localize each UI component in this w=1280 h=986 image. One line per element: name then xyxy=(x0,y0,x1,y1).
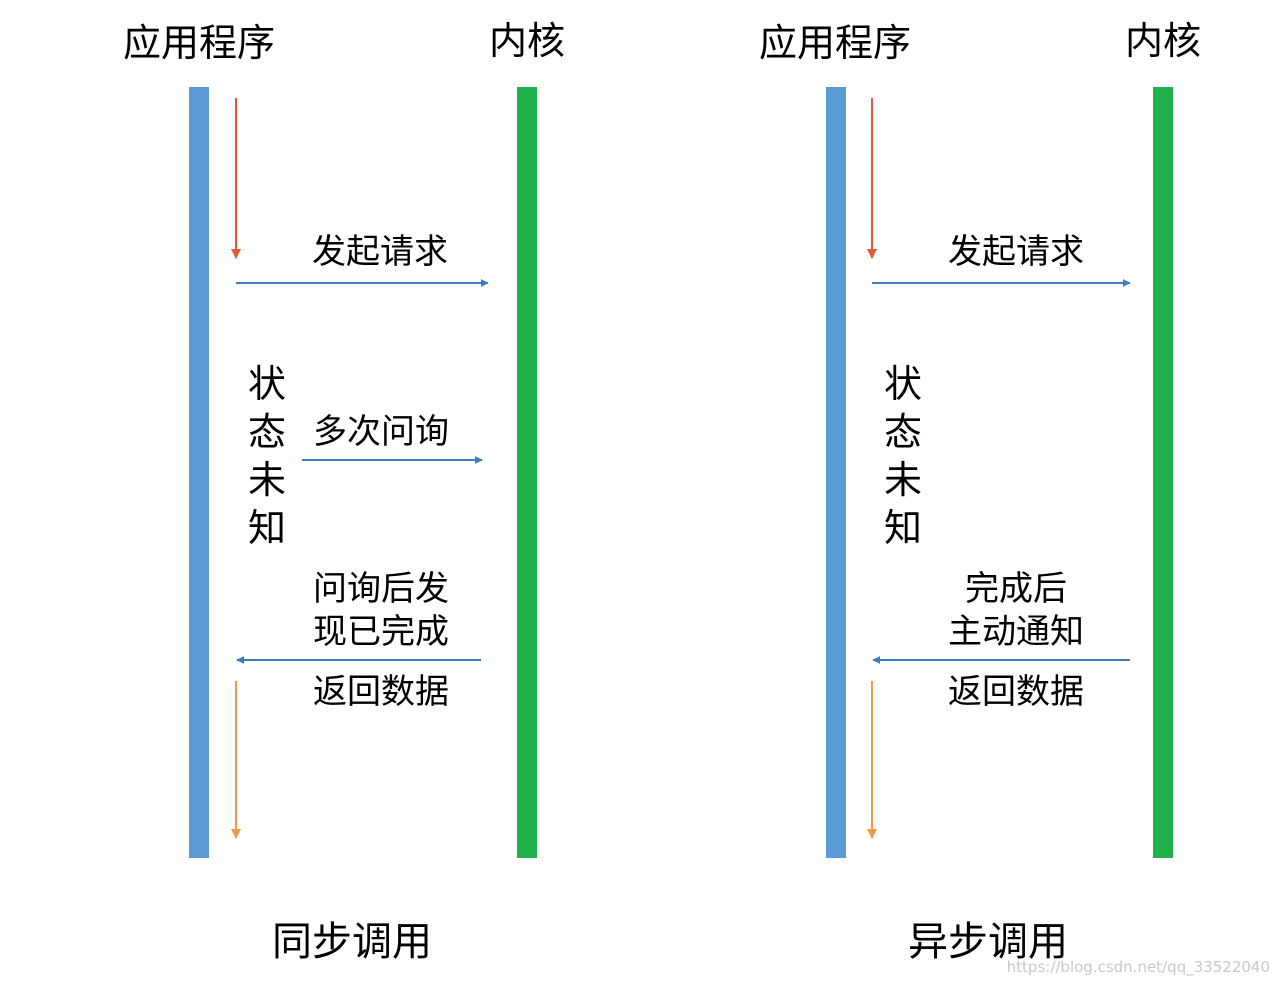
async-return-data-label: 返回数据 xyxy=(948,672,1084,712)
watermark: https://blog.csdn.net/qq_33522040 xyxy=(1007,958,1270,977)
sync-found-done-line-1: 问询后发 xyxy=(313,569,449,609)
async-panel: 应用程序 内核 发起请求 状 态 未 知 完成后 主动通知 返回数据 异步调用 xyxy=(759,19,1201,965)
async-state-char-3: 未 xyxy=(884,458,922,502)
sync-return-data-label: 返回数据 xyxy=(313,672,449,712)
sync-panel: 应用程序 内核 发起请求 状 态 未 知 多次问询 问询后发 现已完成 返回数据… xyxy=(123,19,565,965)
sync-request-label: 发起请求 xyxy=(312,232,448,272)
sync-found-done-line-2: 现已完成 xyxy=(313,612,449,652)
sync-state-char-4: 知 xyxy=(248,506,286,550)
async-app-lane xyxy=(826,87,846,858)
async-state-char-1: 状 xyxy=(884,362,922,406)
async-notify-line-1: 完成后 xyxy=(965,569,1067,609)
sync-caption: 同步调用 xyxy=(272,919,432,965)
sync-state-char-1: 状 xyxy=(248,362,286,406)
async-kernel-label: 内核 xyxy=(1125,19,1201,63)
async-notify-line-2: 主动通知 xyxy=(948,612,1084,652)
sync-poll-label: 多次问询 xyxy=(313,412,449,452)
sync-app-lane xyxy=(189,87,209,858)
sync-state-char-3: 未 xyxy=(248,458,286,502)
async-kernel-lane xyxy=(1153,87,1173,858)
async-state-char-4: 知 xyxy=(884,506,922,550)
async-state-char-2: 态 xyxy=(884,410,922,454)
sync-state-char-2: 态 xyxy=(248,410,286,454)
sync-kernel-lane xyxy=(517,87,537,858)
sync-app-label: 应用程序 xyxy=(123,21,275,65)
async-request-label: 发起请求 xyxy=(948,232,1084,272)
async-caption: 异步调用 xyxy=(908,919,1068,965)
async-app-label: 应用程序 xyxy=(759,21,911,65)
sync-kernel-label: 内核 xyxy=(489,19,565,63)
